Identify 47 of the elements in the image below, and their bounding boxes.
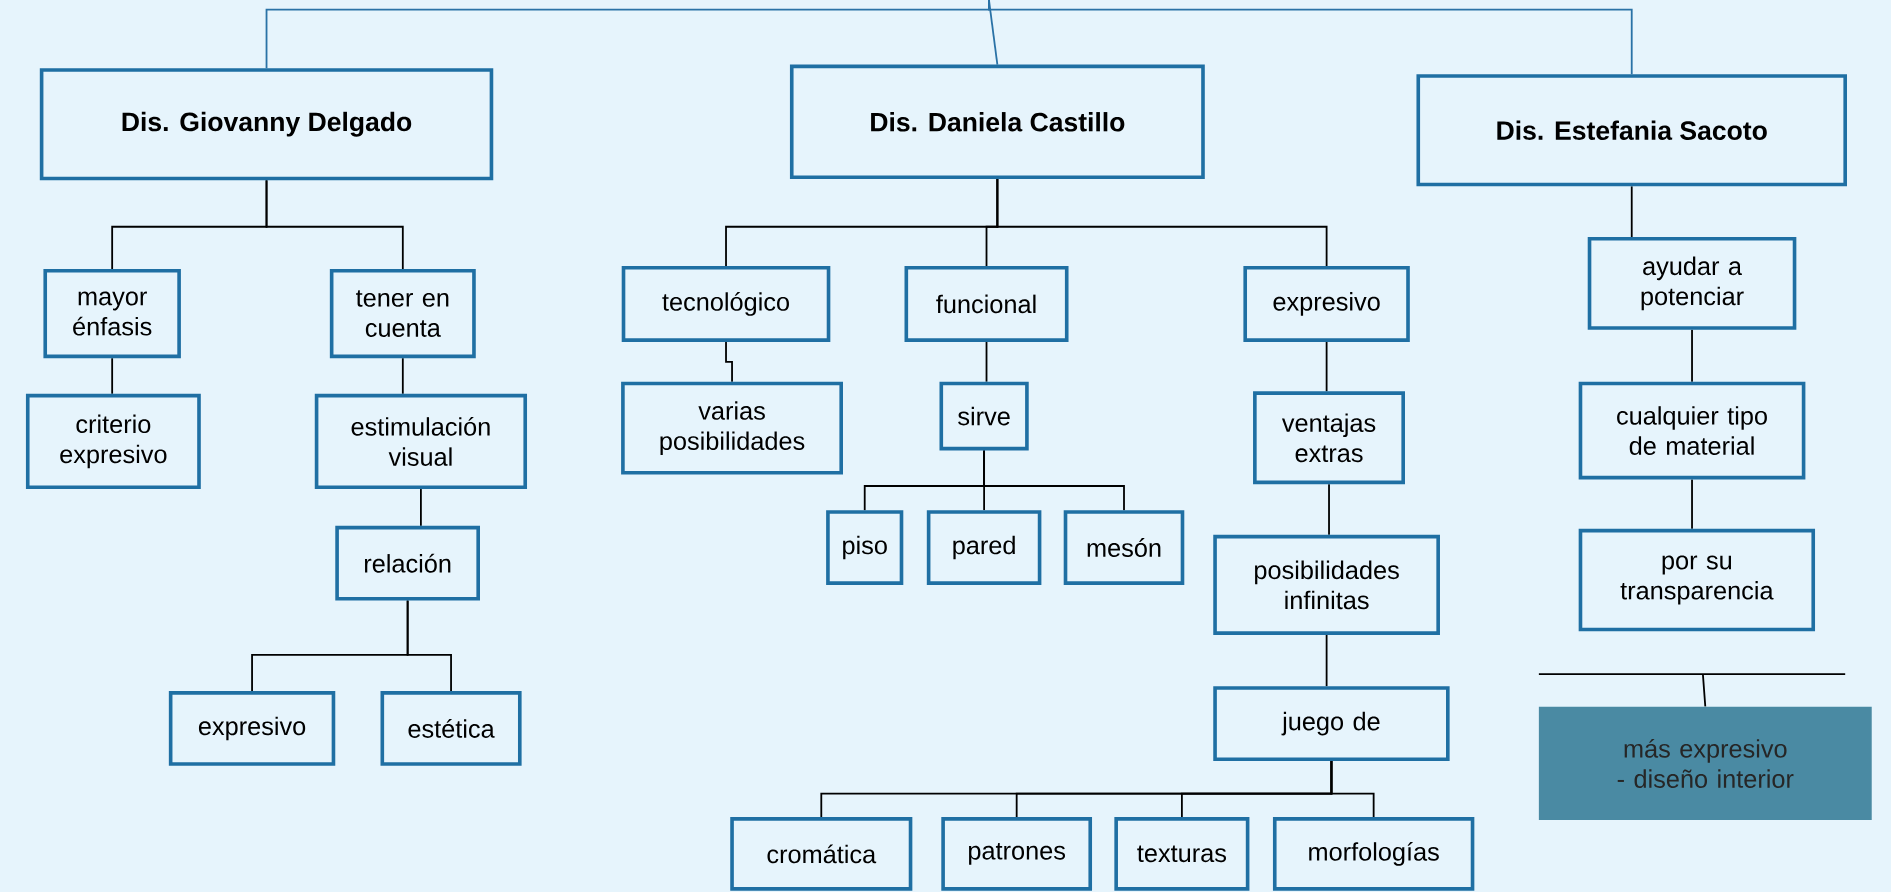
connector-line (725, 340, 733, 383)
connector-line (1630, 185, 1633, 238)
name-box: Dis. Giovanny Delgado (39, 67, 494, 181)
concept-box: varias posibilidades (621, 381, 843, 475)
name-box: Dis. Estefania Sacoto (1416, 73, 1847, 187)
concept-box: texturas (1114, 816, 1250, 891)
concept-box: mesón (1063, 509, 1185, 585)
concept-box: estética (380, 690, 522, 766)
concept-box: por su transparencia (1578, 528, 1816, 632)
highlight-box: más expresivo - diseño interior (1538, 706, 1872, 820)
connector-line (406, 599, 452, 692)
connector-line (1325, 340, 1328, 393)
connector-line (401, 357, 404, 395)
connector-line (1325, 633, 1328, 687)
concept-box: tener en cuenta (329, 268, 476, 358)
connector-line (1330, 759, 1375, 818)
concept-box: ayudar a potenciar (1587, 236, 1797, 330)
concept-box: expresivo (1243, 265, 1410, 342)
connector-line (420, 487, 422, 527)
concept-box: cualquier tipo de material (1578, 381, 1806, 480)
concept-box: sirve (939, 381, 1029, 451)
concept-box: piso (826, 509, 904, 585)
concept-box: morfologías (1272, 816, 1475, 891)
concept-box: relación (335, 525, 480, 601)
name-box: Dis. Daniela Castillo (789, 64, 1205, 179)
concept-box: pared (926, 509, 1042, 585)
connector-line (996, 177, 1328, 267)
concept-box: funcional (904, 265, 1069, 342)
concept-box: juego de (1213, 686, 1450, 761)
connector-line (265, 179, 404, 270)
concept-box: ventajas extras (1253, 391, 1405, 484)
connector-line (983, 449, 1125, 511)
concept-box: criterio expresivo (25, 393, 201, 489)
connector-line (1328, 483, 1330, 536)
concept-box: expresivo (168, 690, 336, 766)
connector-line (988, 0, 1633, 75)
concept-box: mayor énfasis (43, 268, 181, 358)
concept-box: cromática (730, 816, 913, 891)
concept-box: posibilidades infinitas (1213, 534, 1440, 635)
concept-box: tecnológico (621, 265, 831, 342)
connector-line (985, 340, 988, 383)
connector-line (111, 357, 114, 395)
connector-line (1691, 478, 1693, 530)
concept-box: estimulación visual (314, 393, 528, 489)
connector-line (1537, 673, 1847, 708)
concept-box: patrones (941, 816, 1093, 891)
connector-line (1691, 328, 1693, 383)
